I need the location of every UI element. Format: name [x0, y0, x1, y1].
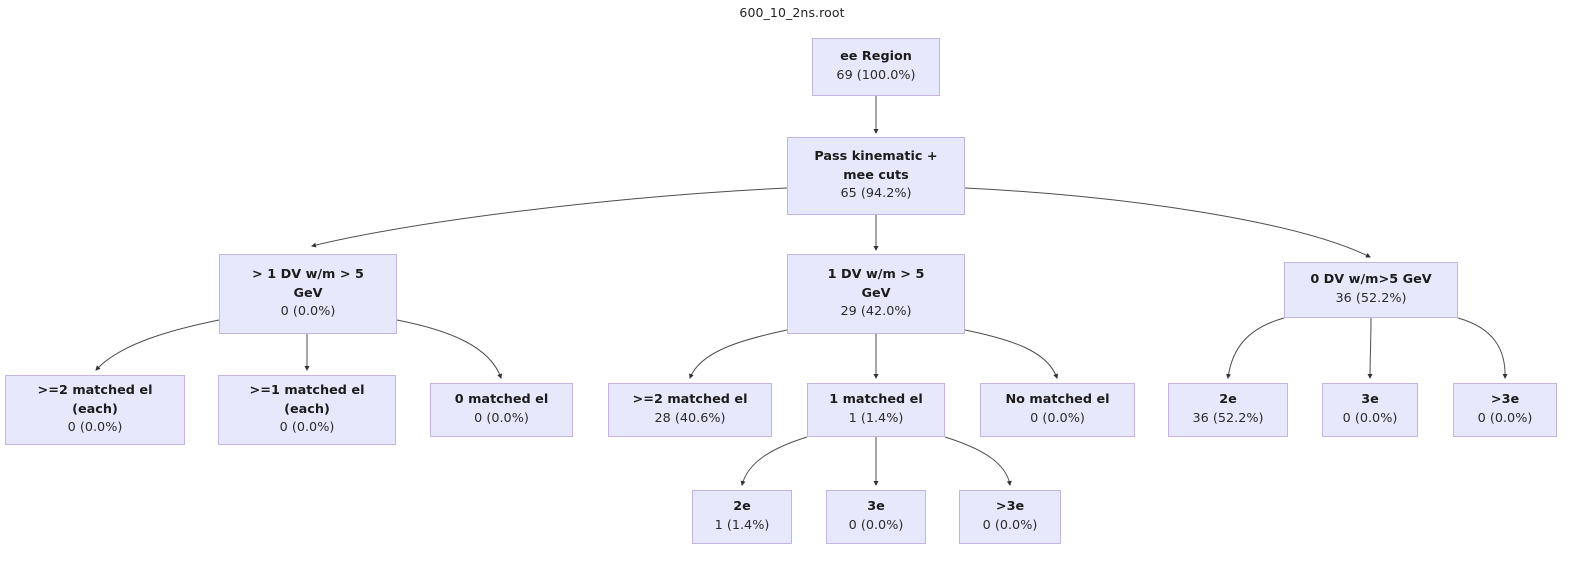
node-label: 0 matched el	[454, 392, 549, 408]
node-value: 36 (52.2%)	[1335, 291, 1407, 306]
node-three_e_mid[interactable]: 3e 0 (0.0%)	[826, 490, 926, 544]
node-label: 2e	[733, 499, 751, 515]
edge-one_dv-to-ge2_matched	[689, 329, 788, 379]
node-ee_region[interactable]: ee Region 69 (100.0%)	[812, 38, 940, 96]
node-label: > 1 DV w/m > 5 GeV	[252, 267, 364, 301]
node-value: 0 (0.0%)	[67, 420, 123, 436]
edge-zero_dv-to-three_e_right	[1367, 317, 1373, 379]
edge-one_dv-to-no_matched	[964, 329, 1059, 379]
node-value: 0 (0.0%)	[474, 411, 529, 426]
node-label: 1 DV w/m > 5 GeV	[827, 267, 925, 301]
node-value: 0 (0.0%)	[280, 304, 336, 320]
node-label: Pass kinematic + mee cuts	[814, 149, 938, 183]
edge-zero_dv-to-two_e_right	[1226, 317, 1285, 379]
node-value: 0 (0.0%)	[1030, 411, 1085, 426]
node-two_e_mid[interactable]: 2e 1 (1.4%)	[692, 490, 792, 544]
node-three_e_right[interactable]: 3e 0 (0.0%)	[1322, 383, 1418, 437]
node-zero_matched_a[interactable]: 0 matched el 0 (0.0%)	[430, 383, 573, 437]
node-label: >=2 matched el (each)	[37, 383, 153, 417]
node-label: No matched el	[1005, 392, 1110, 408]
node-value: 0 (0.0%)	[982, 518, 1038, 533]
node-label: 0 DV w/m>5 GeV	[1310, 272, 1432, 288]
node-one_dv[interactable]: 1 DV w/m > 5 GeV 29 (42.0%)	[787, 254, 965, 334]
edge-pass_cuts-to-gt1_dv	[311, 187, 788, 248]
node-label: >=2 matched el	[632, 392, 748, 408]
node-gt3e_right[interactable]: >3e 0 (0.0%)	[1453, 383, 1557, 437]
node-value: 1 (1.4%)	[714, 518, 770, 533]
node-value: 1 (1.4%)	[848, 411, 904, 426]
node-value: 36 (52.2%)	[1192, 411, 1264, 426]
node-gt1_dv[interactable]: > 1 DV w/m > 5 GeV 0 (0.0%)	[219, 254, 397, 334]
node-value: 0 (0.0%)	[279, 420, 335, 436]
diagram-title: 600_10_2ns.root	[739, 5, 845, 20]
node-label: >=1 matched el (each)	[249, 383, 365, 417]
node-label: >3e	[1490, 392, 1520, 408]
node-no_matched[interactable]: No matched el 0 (0.0%)	[980, 383, 1135, 437]
node-ge2_matched_each[interactable]: >=2 matched el (each) 0 (0.0%)	[5, 375, 185, 445]
node-value: 29 (42.0%)	[840, 304, 912, 320]
node-ge1_matched_each[interactable]: >=1 matched el (each) 0 (0.0%)	[218, 375, 396, 445]
node-value: 0 (0.0%)	[1477, 411, 1533, 426]
edge-pass_cuts-to-zero_dv	[964, 187, 1371, 258]
node-ge2_matched[interactable]: >=2 matched el 28 (40.6%)	[608, 383, 772, 437]
edge-gt1_dv-to-ge2_matched_each	[95, 319, 220, 371]
node-value: 69 (100.0%)	[836, 68, 916, 83]
node-gt3e_mid[interactable]: >3e 0 (0.0%)	[959, 490, 1061, 544]
node-label: 3e	[1361, 392, 1379, 408]
edge-one_matched-to-two_e_mid	[740, 436, 808, 486]
edge-gt1_dv-to-zero_matched_a	[396, 319, 503, 379]
node-one_matched[interactable]: 1 matched el 1 (1.4%)	[807, 383, 945, 437]
node-label: 2e	[1219, 392, 1237, 408]
node-label: >3e	[995, 499, 1025, 515]
edge-one_matched-to-gt3e_mid	[944, 436, 1012, 486]
node-label: 3e	[867, 499, 885, 515]
edge-zero_dv-to-gt3e_right	[1457, 317, 1508, 379]
node-value: 28 (40.6%)	[654, 411, 726, 426]
node-pass_cuts[interactable]: Pass kinematic + mee cuts 65 (94.2%)	[787, 137, 965, 215]
node-label: 1 matched el	[829, 392, 923, 408]
node-value: 0 (0.0%)	[848, 518, 904, 533]
node-value: 0 (0.0%)	[1342, 411, 1398, 426]
node-value: 65 (94.2%)	[840, 186, 912, 202]
node-label: ee Region	[840, 49, 912, 65]
node-two_e_right[interactable]: 2e 36 (52.2%)	[1168, 383, 1288, 437]
node-zero_dv[interactable]: 0 DV w/m>5 GeV 36 (52.2%)	[1284, 262, 1458, 318]
